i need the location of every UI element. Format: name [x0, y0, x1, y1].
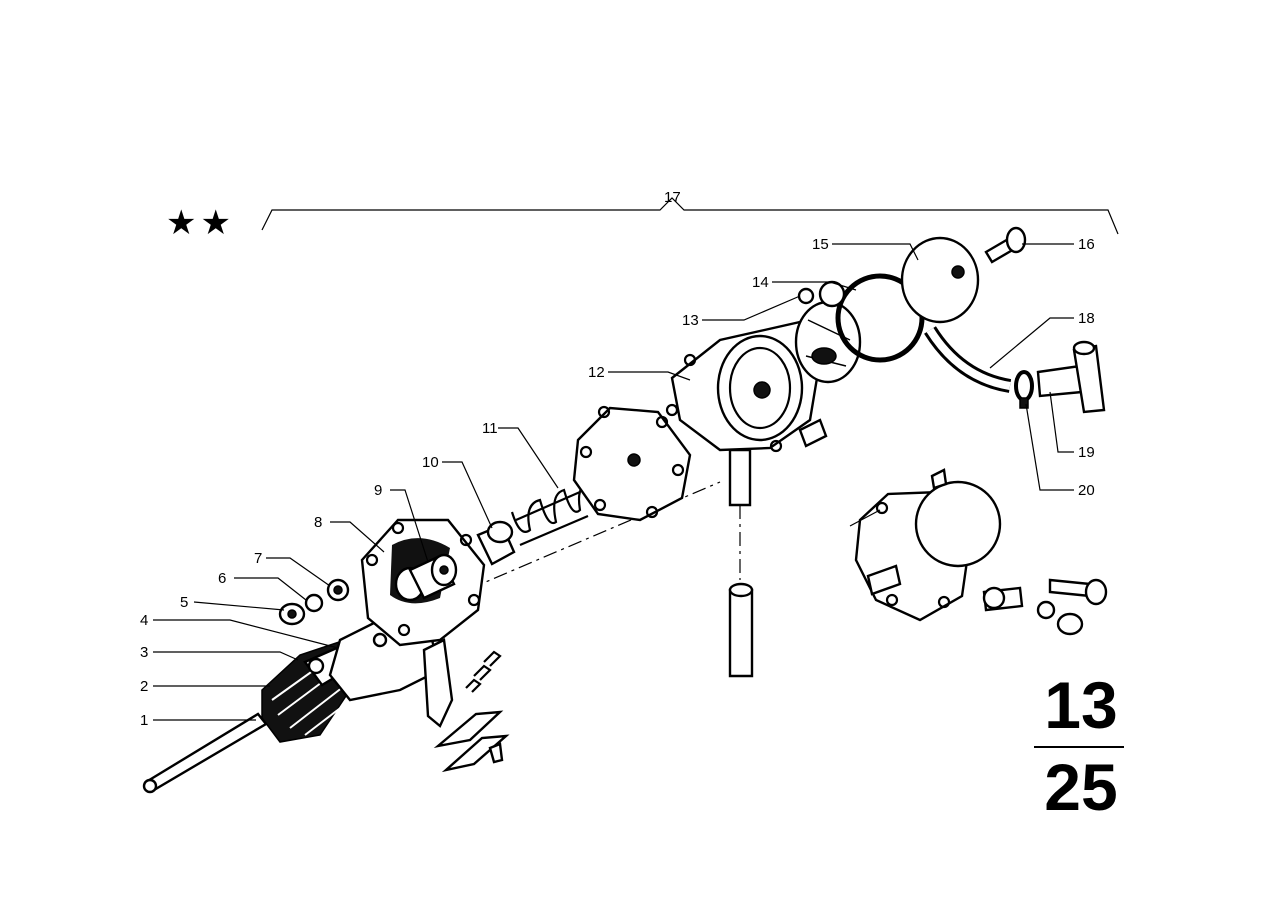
part-11-spring [510, 482, 589, 547]
part-9-plunger [394, 553, 458, 602]
callout-7: 7 [254, 550, 262, 567]
page-number: 25 [1044, 750, 1118, 824]
leader-lines [153, 243, 1074, 721]
callout-5: 5 [180, 594, 188, 611]
part-1-shaft [142, 712, 268, 794]
part-19-fitting [1036, 340, 1106, 414]
part-15-cover [900, 236, 980, 324]
callout-19: 19 [1078, 444, 1095, 461]
callout-4: 4 [140, 612, 148, 629]
callout-18: 18 [1078, 310, 1095, 327]
callout-13: 13 [682, 312, 699, 329]
callout-2: 2 [140, 678, 148, 695]
lever-spring [422, 638, 502, 728]
page-section-number: 13 [1044, 668, 1118, 742]
callout-9: 9 [374, 482, 382, 499]
callout-15: 15 [812, 236, 829, 253]
callout-3: 3 [140, 644, 148, 661]
callout-12: 12 [588, 364, 605, 381]
callout-labels: 1 2 3 4 5 6 7 8 9 10 11 12 13 14 15 16 1… [140, 189, 1095, 729]
group-bracket [261, 197, 1119, 235]
callout-1: 1 [140, 712, 148, 729]
part-7-nut [326, 578, 350, 602]
part-20-clamp [1014, 370, 1034, 409]
gasket-set [433, 710, 510, 773]
star-marker: ★★ [166, 203, 235, 243]
callout-16: 16 [1078, 236, 1095, 253]
part-16-bolt [984, 226, 1027, 264]
callout-17-group: 17 [664, 189, 681, 206]
page-number-divider [1034, 746, 1124, 748]
part-6-washer [304, 593, 324, 613]
part-10-bushing [476, 520, 516, 566]
callout-10: 10 [422, 454, 439, 471]
callout-11: 11 [482, 420, 498, 437]
hose-sleeve [728, 582, 754, 678]
callout-6: 6 [218, 570, 226, 587]
assembled-pump [849, 468, 1108, 636]
callout-14: 14 [752, 274, 769, 291]
diaphragm-plate [572, 405, 692, 522]
callout-8: 8 [314, 514, 322, 531]
part-18-hose [924, 326, 1012, 393]
callout-20: 20 [1078, 482, 1095, 499]
part-5-nut [278, 602, 306, 626]
part-12-pump-body [665, 320, 828, 507]
